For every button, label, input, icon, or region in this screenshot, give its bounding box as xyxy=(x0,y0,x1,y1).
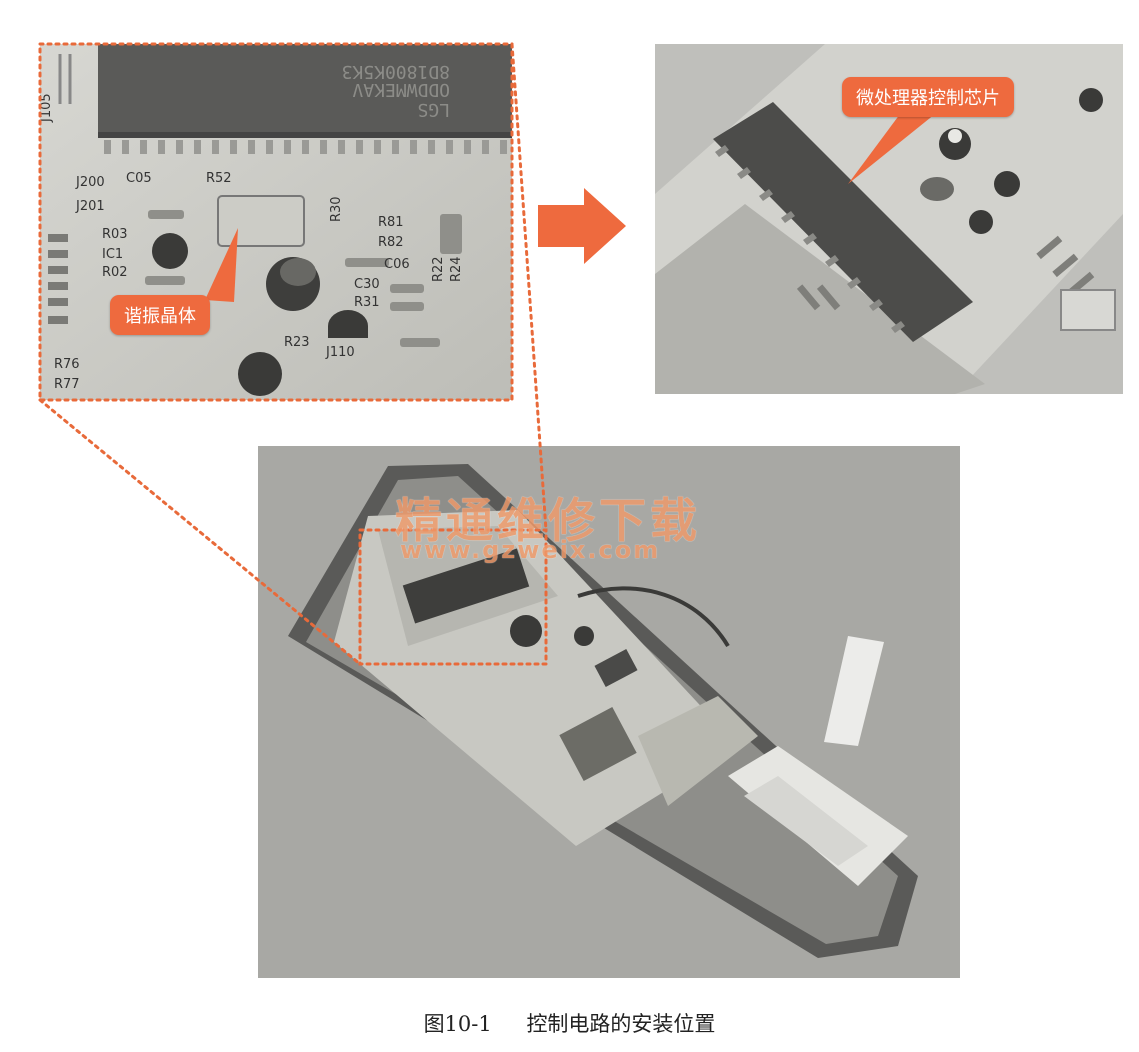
pcb-label-c06: R30 xyxy=(329,196,344,222)
figure-caption: 图10-1 控制电路的安装位置 xyxy=(0,1008,1139,1038)
pcb-label-r82: R82 xyxy=(378,235,404,250)
pcb-label-r03: R03 xyxy=(102,227,128,242)
pcb-label-r22: R22 xyxy=(431,256,446,282)
pcb-label-r24: R24 xyxy=(449,256,464,282)
right-arrow-icon xyxy=(538,188,626,264)
pcb-label-j200: J200 xyxy=(75,175,105,190)
mcu-callout: 微处理器控制芯片 xyxy=(842,77,1014,117)
pcb-label-r77: R77 xyxy=(54,377,80,392)
pcb-label-j201: J201 xyxy=(75,199,105,214)
pcb-label-r52: R52 xyxy=(206,171,232,186)
pcb-label-j105: J105 xyxy=(40,93,54,123)
chip-marking-3: 8D1800K5K3 xyxy=(342,61,450,82)
watermark-title: 精通维修下载 xyxy=(395,494,701,549)
pcb-label-c04: R23 xyxy=(284,335,310,350)
crystal-closeup-photo: J200 J201 R03 IC1 R02 R76 R77 C05 R52 R8… xyxy=(40,44,512,400)
pcb-label-c30: C06 xyxy=(384,257,410,272)
pcb-label-ic1: IC1 xyxy=(102,247,123,262)
watermark-url: www.gzweix.com xyxy=(400,536,661,564)
pcb-label-r81: R81 xyxy=(378,215,404,230)
figure-number: 图10-1 xyxy=(423,1012,492,1036)
pcb-label-r76: R76 xyxy=(54,357,80,372)
crystal-callout: 谐振晶体 xyxy=(110,295,210,335)
pcb-label-r30: R31 xyxy=(354,295,380,310)
chip-marking-1: LGS xyxy=(417,99,450,120)
pcb-label-r31: C30 xyxy=(354,277,380,292)
pcb-label-c05: C05 xyxy=(126,171,152,186)
pcb-label-r02: R02 xyxy=(102,265,128,280)
pcb-label-q22: J110 xyxy=(325,345,355,360)
figure-title: 控制电路的安装位置 xyxy=(526,1012,716,1036)
